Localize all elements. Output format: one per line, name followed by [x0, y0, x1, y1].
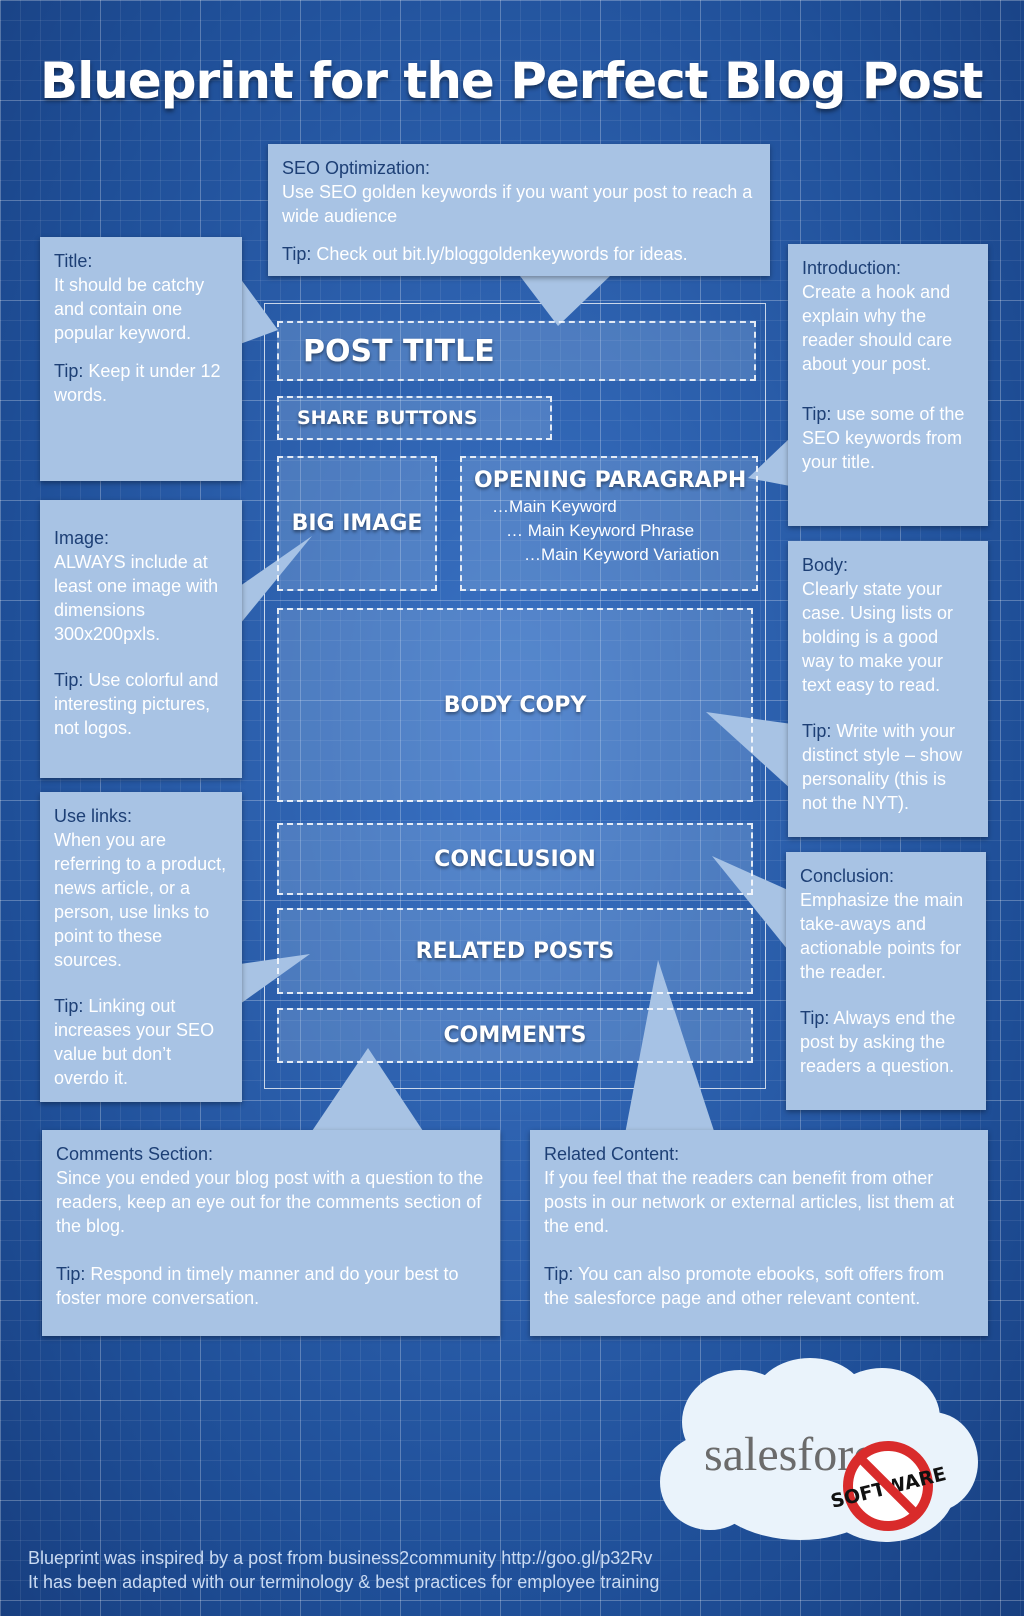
conclusion-body: Emphasize the main take-aways and action… — [800, 890, 964, 982]
body-tip-text: Write with your distinct style – show pe… — [802, 721, 963, 813]
body-pointer — [706, 712, 792, 790]
introduction-tip: Tip: use some of the SEO keywords from y… — [802, 402, 974, 474]
conclusion-heading: Conclusion: — [800, 866, 895, 886]
salesforce-logo: salesforce SOFTWARE — [660, 1358, 978, 1542]
image-tip-label: Tip: — [54, 670, 84, 690]
related-body: If you feel that the readers can benefit… — [544, 1168, 955, 1236]
introduction-tip-label: Tip: — [802, 404, 832, 424]
links-callout: Use links: When you are referring to a p… — [40, 792, 242, 1102]
body-heading: Body: — [802, 555, 849, 575]
title-tip-text: Keep it under 12 words. — [54, 361, 221, 405]
body-copy-label: BODY COPY — [443, 692, 587, 718]
share-buttons-block: SHARE BUTTONS — [277, 396, 552, 440]
comments-tip: Tip: Respond in timely manner and do you… — [56, 1262, 486, 1310]
related-tip: Tip: You can also promote ebooks, soft o… — [544, 1262, 974, 1310]
keyword-line-1: …Main Keyword — [492, 497, 617, 516]
seo-tip: Tip: Check out bit.ly/bloggoldenkeywords… — [282, 242, 756, 266]
related-heading: Related Content: — [544, 1144, 680, 1164]
blog-page-outline — [264, 303, 766, 1089]
links-tip: Tip: Linking out increases your SEO valu… — [54, 994, 228, 1090]
conclusion-callout: Conclusion: Emphasize the main take-away… — [786, 852, 986, 1110]
seo-callout: SEO Optimization: Use SEO golden keyword… — [268, 144, 770, 276]
comments-callout: Comments Section: Since you ended your b… — [42, 1130, 500, 1336]
links-pointer — [240, 954, 310, 1004]
opening-paragraph-label: OPENING PARAGRAPH — [474, 468, 747, 493]
title-heading: Title: — [54, 251, 93, 271]
comments-tip-label: Tip: — [56, 1264, 86, 1284]
big-image-label: BIG IMAGE — [291, 511, 423, 536]
no-software-badge: SOFTWARE — [828, 1441, 948, 1531]
seo-tip-text: Check out bit.ly/bloggoldenkeywords for … — [316, 244, 688, 264]
badge-slash — [856, 1454, 920, 1518]
comments-tip-text: Respond in timely manner and do your bes… — [56, 1264, 459, 1308]
image-callout: Image: ALWAYS include at least one image… — [40, 500, 242, 778]
title-pointer — [240, 278, 278, 344]
page-title: Blueprint for the Perfect Blog Post — [40, 52, 984, 110]
related-tip-label: Tip: — [544, 1264, 574, 1284]
links-heading: Use links: — [54, 806, 133, 826]
conclusion-pointer — [712, 856, 788, 950]
related-posts-block: RELATED POSTS — [277, 908, 753, 994]
introduction-tip-text: use some of the SEO keywords from your t… — [802, 404, 965, 472]
links-body: When you are referring to a product, new… — [54, 830, 227, 970]
seo-tip-label: Tip: — [282, 244, 312, 264]
related-tip-text: You can also promote ebooks, soft offers… — [544, 1264, 945, 1308]
footer-credits: Blueprint was inspired by a post from bu… — [28, 1546, 659, 1594]
comments-heading: Comments Section: — [56, 1144, 214, 1164]
post-title-block: POST TITLE — [277, 321, 756, 381]
comments-pointer — [310, 1048, 425, 1134]
conclusion-label: CONCLUSION — [434, 846, 596, 872]
image-tip: Tip: Use colorful and interesting pictur… — [54, 668, 228, 740]
conclusion-tip-label: Tip: — [800, 1008, 830, 1028]
body-body: Clearly state your case. Using lists or … — [802, 579, 954, 695]
conclusion-tip-text: Always end the post by asking the reader… — [800, 1008, 956, 1076]
title-tip-label: Tip: — [54, 361, 84, 381]
introduction-heading: Introduction: — [802, 258, 902, 278]
intro-pointer — [748, 438, 790, 486]
comments-body: Since you ended your blog post with a qu… — [56, 1168, 484, 1236]
keyword-line-3: …Main Keyword Variation — [524, 545, 720, 564]
introduction-body: Create a hook and explain why the reader… — [802, 282, 953, 374]
body-callout: Body: Clearly state your case. Using lis… — [788, 541, 988, 837]
share-buttons-label: SHARE BUTTONS — [297, 407, 478, 429]
comments-label: COMMENTS — [443, 1023, 587, 1048]
footer-line-1: Blueprint was inspired by a post from bu… — [28, 1548, 653, 1568]
image-tip-text: Use colorful and interesting pictures, n… — [54, 670, 219, 738]
seo-body: Use SEO golden keywords if you want your… — [282, 182, 753, 226]
related-pointer — [625, 960, 715, 1134]
seo-heading: SEO Optimization: — [282, 158, 431, 178]
introduction-callout: Introduction: Create a hook and explain … — [788, 244, 988, 526]
conclusion-block: CONCLUSION — [277, 823, 753, 895]
comments-block: COMMENTS — [277, 1008, 753, 1063]
image-heading: Image: — [54, 528, 110, 548]
links-tip-text: Linking out increases your SEO value but… — [54, 996, 215, 1088]
big-image-block: BIG IMAGE — [277, 456, 437, 591]
title-tip: Tip: Keep it under 12 words. — [54, 359, 228, 407]
post-title-label: POST TITLE — [303, 333, 495, 369]
links-tip-label: Tip: — [54, 996, 84, 1016]
body-tip: Tip: Write with your distinct style – sh… — [802, 719, 974, 815]
body-copy-block: BODY COPY — [277, 608, 753, 802]
title-callout: Title: It should be catchy and contain o… — [40, 237, 242, 481]
image-body: ALWAYS include at least one image with d… — [54, 552, 219, 644]
keyword-line-2: … Main Keyword Phrase — [506, 521, 695, 540]
opening-paragraph-block: OPENING PARAGRAPH …Main Keyword … Main K… — [460, 456, 758, 591]
image-pointer — [240, 536, 312, 624]
title-body: It should be catchy and contain one popu… — [54, 275, 205, 343]
body-tip-label: Tip: — [802, 721, 832, 741]
related-posts-label: RELATED POSTS — [415, 938, 615, 964]
conclusion-tip: Tip: Always end the post by asking the r… — [800, 1006, 972, 1078]
seo-pointer — [520, 276, 610, 326]
related-callout: Related Content: If you feel that the re… — [530, 1130, 988, 1336]
footer-line-2: It has been adapted with our terminology… — [28, 1572, 660, 1592]
